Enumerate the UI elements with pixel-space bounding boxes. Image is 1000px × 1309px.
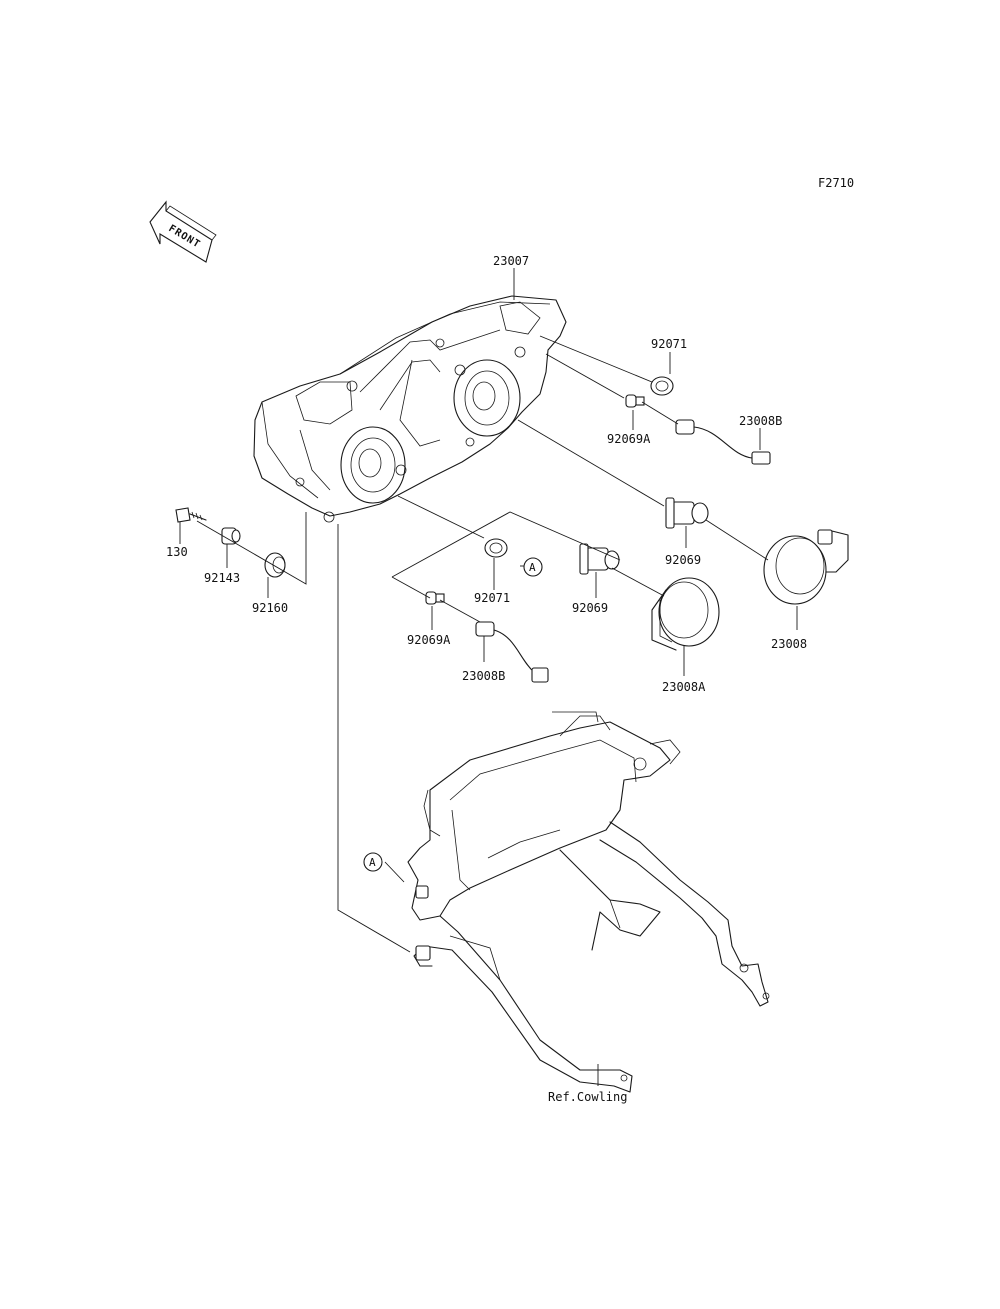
label-92069-mid: 92069 — [572, 601, 608, 615]
socket-harness-23008B-top — [675, 419, 771, 465]
leader-lines — [179, 268, 798, 1086]
label-92069-right: 92069 — [665, 553, 701, 567]
marker-a-lower-label: A — [369, 856, 376, 869]
diagram-code: F2710 — [818, 176, 854, 190]
label-92071-mid: 92071 — [474, 591, 510, 605]
label-23008B-top: 23008B — [739, 414, 782, 428]
marker-a-lower: A — [363, 852, 383, 872]
bulb-92069-mid — [579, 543, 620, 575]
label-92143: 92143 — [204, 571, 240, 585]
label-92069A-top: 92069A — [607, 432, 651, 446]
label-92069A-bottom: 92069A — [407, 633, 451, 647]
bulb-92069A-top — [625, 394, 645, 408]
label-ref-cowling: Ref.Cowling — [548, 1090, 627, 1104]
bulb-92069-right — [665, 497, 709, 529]
grommet-92071-mid — [484, 538, 508, 558]
label-23008B-bottom: 23008B — [462, 669, 505, 683]
headlight-housing — [253, 295, 567, 523]
grommet-92071-top — [650, 376, 674, 396]
label-92160: 92160 — [252, 601, 288, 615]
bulb-92069A-bottom — [425, 591, 445, 605]
dust-cover-23008 — [763, 529, 849, 605]
damper-92160 — [264, 552, 286, 578]
label-130: 130 — [166, 545, 188, 559]
socket-harness-23008B-bottom — [475, 621, 549, 683]
marker-a-upper: A — [523, 557, 543, 577]
dust-cover-23008A — [651, 577, 720, 651]
front-arrow-icon: FRONT — [149, 200, 217, 263]
headlight-bracket — [407, 711, 770, 1093]
label-92071-top: 92071 — [651, 337, 687, 351]
marker-a-upper-label: A — [529, 561, 536, 574]
label-23008: 23008 — [771, 637, 807, 651]
label-23008A: 23008A — [662, 680, 706, 694]
label-23007: 23007 — [493, 254, 529, 268]
collar-92143 — [221, 527, 241, 545]
bolt-130 — [175, 507, 207, 523]
